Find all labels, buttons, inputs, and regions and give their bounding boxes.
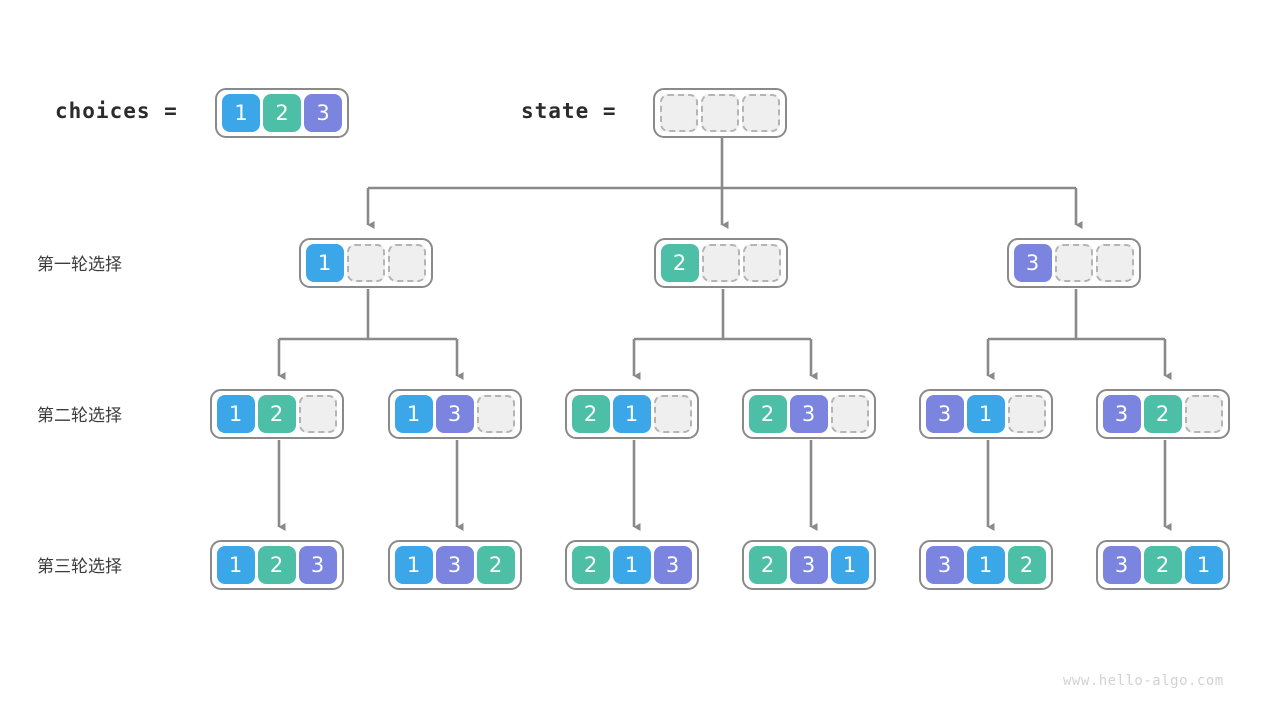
choices-label: choices =: [55, 99, 178, 123]
array-cell-value-1: 1: [830, 546, 869, 584]
array-cell-empty: [742, 244, 781, 282]
array-cell-value-1: 1: [305, 244, 344, 282]
array-cell-empty: [1095, 244, 1134, 282]
array-cell-value-1: 1: [1184, 546, 1223, 584]
array-cell-value-1: 1: [966, 546, 1005, 584]
array-cell-value-3: 3: [435, 546, 474, 584]
array-cell-value-3: 3: [1102, 395, 1141, 433]
tree-node-row1-1: 1: [298, 238, 433, 288]
array-cell-value-3: 3: [925, 395, 964, 433]
array-cell-value-2: 2: [1143, 546, 1182, 584]
array-cell-value-2: 2: [748, 546, 787, 584]
array-cell-empty: [701, 244, 740, 282]
array-cell-value-2: 2: [257, 546, 296, 584]
array-cell-empty: [653, 395, 692, 433]
array-cell-value-3: 3: [1102, 546, 1141, 584]
array-cell-value-3: 3: [789, 546, 828, 584]
tree-node-row1-3: 3: [1006, 238, 1141, 288]
array-cell-value-1: 1: [394, 546, 433, 584]
array-cell-value-3: 3: [298, 546, 337, 584]
array-cell-value-1: 1: [216, 546, 255, 584]
array-cell-value-1: 1: [222, 94, 260, 132]
array-cell-value-2: 2: [257, 395, 296, 433]
array-cell-empty: [476, 395, 515, 433]
array-cell-value-3: 3: [435, 395, 474, 433]
array-cell-value-1: 1: [966, 395, 1005, 433]
array-cell-empty: [741, 94, 780, 132]
array-cell-value-2: 2: [263, 94, 301, 132]
array-cell-empty: [700, 94, 739, 132]
array-cell-empty: [1184, 395, 1223, 433]
array-cell-value-1: 1: [216, 395, 255, 433]
array-cell-value-2: 2: [571, 395, 610, 433]
state-array: [652, 88, 787, 138]
array-cell-value-2: 2: [1007, 546, 1046, 584]
array-cell-value-2: 2: [1143, 395, 1182, 433]
array-cell-empty: [387, 244, 426, 282]
array-cell-value-1: 1: [612, 546, 651, 584]
array-cell-value-3: 3: [653, 546, 692, 584]
array-cell-value-1: 1: [612, 395, 651, 433]
array-cell-value-3: 3: [1013, 244, 1052, 282]
row-label-round-1: 第一轮选择: [37, 255, 122, 275]
tree-node-row1-2: 2: [653, 238, 788, 288]
array-cell-empty: [346, 244, 385, 282]
watermark: www.hello-algo.com: [1063, 673, 1224, 689]
row-label-round-2: 第二轮选择: [37, 406, 122, 426]
array-cell-value-2: 2: [571, 546, 610, 584]
state-label: state =: [521, 99, 617, 123]
array-cell-value-3: 3: [304, 94, 342, 132]
array-cell-value-1: 1: [394, 395, 433, 433]
array-cell-empty: [298, 395, 337, 433]
array-cell-value-2: 2: [748, 395, 787, 433]
row-label-round-3: 第三轮选择: [37, 557, 122, 577]
array-cell-value-2: 2: [476, 546, 515, 584]
array-cell-empty: [659, 94, 698, 132]
array-cell-empty: [1054, 244, 1093, 282]
array-cell-value-2: 2: [660, 244, 699, 282]
array-cell-empty: [1007, 395, 1046, 433]
array-cell-value-3: 3: [789, 395, 828, 433]
array-cell-value-3: 3: [925, 546, 964, 584]
array-cell-empty: [830, 395, 869, 433]
